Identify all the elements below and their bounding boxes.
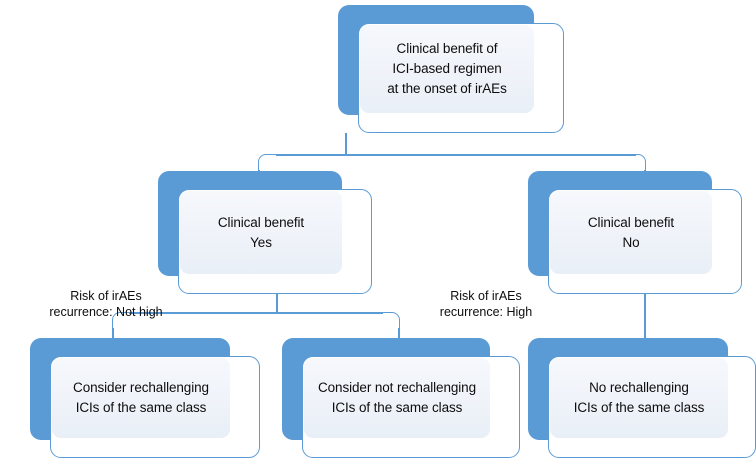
node-not-rechallenge-panel: Consider not rechallenging ICIs of the s… <box>304 358 490 438</box>
node-no-rechallenge-label: No rechallenging ICIs of the same class <box>573 380 705 415</box>
node-benefit-no-label: Clinical benefit No <box>587 214 675 250</box>
connector-drop-not-rechallenge <box>398 328 400 338</box>
edge-label-risk-not-high: Risk of irAEs recurrence: Not high <box>49 289 163 319</box>
connector-elbow-level3-left <box>112 312 130 332</box>
connector-drop-rechallenge <box>112 328 114 338</box>
node-no-rechallenge[interactable]: No rechallenging ICIs of the same class <box>528 338 756 460</box>
connector-elbow-level2-left <box>258 154 278 174</box>
node-benefit-no[interactable]: Clinical benefit No <box>528 171 756 296</box>
edge-label-risk-high: Risk of irAEs recurrence: High <box>439 289 533 319</box>
node-benefit-yes-panel: Clinical benefit Yes <box>180 191 342 274</box>
node-benefit-no-panel: Clinical benefit No <box>550 191 712 274</box>
connector-benefit-yes-stem <box>276 294 278 313</box>
node-root-panel: Clinical benefit of ICI-based regimen at… <box>360 25 534 113</box>
connector-root-stem <box>345 133 347 155</box>
node-not-rechallenge[interactable]: Consider not rechallenging ICIs of the s… <box>282 338 542 460</box>
connector-elbow-level2-right <box>626 154 646 174</box>
node-rechallenge[interactable]: Consider rechallenging ICIs of the same … <box>30 338 280 460</box>
connector-benefit-no-to-no-rechallenge <box>644 294 646 338</box>
node-rechallenge-label: Consider rechallenging ICIs of the same … <box>73 380 209 415</box>
node-no-rechallenge-panel: No rechallenging ICIs of the same class <box>550 358 728 438</box>
connector-bus-level3-left <box>129 312 383 314</box>
connector-bus-level2 <box>276 154 636 156</box>
node-rechallenge-panel: Consider rechallenging ICIs of the same … <box>52 358 230 438</box>
node-root[interactable]: Clinical benefit of ICI-based regimen at… <box>338 5 570 135</box>
node-root-label: Clinical benefit of ICI-based regimen at… <box>387 41 507 96</box>
node-not-rechallenge-label: Consider not rechallenging ICIs of the s… <box>317 380 476 415</box>
connector-elbow-level3-right <box>382 312 400 332</box>
node-benefit-yes[interactable]: Clinical benefit Yes <box>158 171 396 296</box>
node-benefit-yes-label: Clinical benefit Yes <box>217 214 305 250</box>
